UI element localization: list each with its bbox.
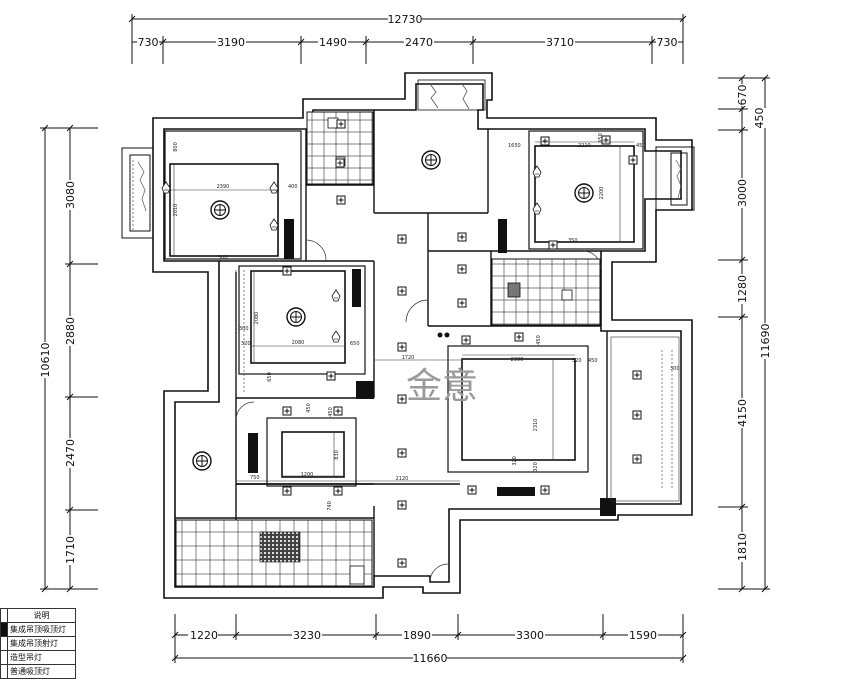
pendant-light-bedroom-1 (210, 200, 230, 220)
dim-label: 2080 (254, 312, 260, 325)
decor-dots (437, 332, 450, 338)
dim-label: 300 (218, 255, 228, 261)
dim-bottom-seg: 3300 (516, 629, 544, 642)
dim-left-total: 10610 (39, 343, 52, 378)
dim-label: 650 (598, 133, 604, 143)
dim-label: 350 (568, 238, 578, 244)
dim-label: 1650 (508, 143, 521, 149)
dim-right-seg: 1810 (736, 533, 749, 561)
dim-left-seg: 1710 (64, 536, 77, 564)
ceiling-tray-dining (266, 417, 357, 487)
dim-label: 450 (536, 335, 542, 345)
structural-columns (248, 219, 616, 516)
ceiling-light-study (421, 150, 441, 170)
dim-left-seg: 3080 (64, 181, 77, 209)
dim-top-seg: 2470 (405, 36, 433, 49)
legend-symbol-cell (0, 664, 8, 679)
dim-right-seg: 4150 (736, 399, 749, 427)
dim-label: 2200 (599, 187, 605, 200)
legend-item: 造型吊灯 (7, 650, 76, 665)
legend-header: 说明 (7, 608, 76, 623)
dim-label: 320 (533, 462, 539, 472)
dim-label: 2010 (173, 204, 179, 217)
dim-top-total: 12730 (388, 13, 423, 26)
dim-top-seg: 3190 (217, 36, 245, 49)
dim-right-total: 11690 (759, 324, 772, 359)
dim-label: 1720 (402, 355, 415, 361)
dim-label: 2310 (533, 419, 539, 432)
dim-top-seg: 1490 (319, 36, 347, 49)
dim-label: 1200 (301, 472, 314, 478)
kitchen-mosaic (259, 531, 301, 563)
dim-bottom-seg: 1220 (190, 629, 218, 642)
dim-label: 2390 (217, 184, 230, 190)
dim-label: 2080 (292, 340, 305, 346)
pendant-light-bedroom-2 (286, 307, 306, 327)
legend-symbol-cell (0, 650, 8, 665)
legend-symbol-cell (0, 608, 8, 623)
dim-left-seg: 2880 (64, 317, 77, 345)
legend-symbol-cell (0, 636, 8, 651)
legend-item: 集成吊顶吸顶灯 (7, 622, 76, 637)
dim-top-seg: 3710 (546, 36, 574, 49)
dim-left-seg: 2470 (64, 439, 77, 467)
interior-walls (175, 110, 608, 587)
dim-bottom-total: 11660 (413, 652, 448, 665)
dim-label: 750 (250, 475, 260, 481)
balcony-left (121, 147, 154, 239)
watermark-logo: 金意 (406, 366, 478, 407)
dim-right-seg: 1280 (736, 275, 749, 303)
balcony-right (655, 146, 695, 211)
dim-label: 400 (288, 184, 298, 190)
dim-right-seg: 450 (753, 108, 766, 129)
dim-label: 450 (306, 403, 312, 413)
dim-label: 450 (588, 358, 598, 364)
ceiling-tray-bedroom-3 (528, 130, 644, 250)
ceiling-light-kitchen-side (192, 451, 212, 471)
ceiling-tray-bedroom-1 (164, 130, 302, 260)
pendant-light-bedroom-3 (574, 183, 594, 203)
dim-label: 320 (241, 341, 251, 347)
dim-right-seg: 3000 (736, 179, 749, 207)
legend-item: 普通吸顶灯 (7, 664, 76, 679)
legend-item: 集成吊顶射灯 (7, 636, 76, 651)
dim-right-seg: 670 (736, 85, 749, 106)
dim-top-seg: 730 (138, 36, 159, 49)
dim-label: 650 (350, 341, 360, 347)
dim-label: 800 (173, 142, 179, 152)
ceiling-tray-bedroom-2 (238, 265, 366, 375)
dim-label: 740 (327, 501, 333, 511)
balcony-top (417, 79, 486, 111)
dim-label: 320 (572, 358, 582, 364)
outer-walls (152, 72, 693, 599)
light-strip-edges (132, 160, 680, 502)
dim-label: 450 (636, 143, 646, 149)
dim-label: 450 (328, 407, 334, 417)
ceiling-tray-living (447, 345, 589, 473)
dim-label: 300 (670, 366, 680, 372)
inner-dimension-ticks (170, 141, 634, 482)
dim-bottom-seg: 1890 (403, 629, 431, 642)
dim-label: 300 (239, 326, 249, 332)
legend-table: 说明 集成吊顶吸顶灯 集成吊顶射灯 造型吊灯 普通吸顶灯 (0, 608, 76, 679)
dim-bottom-seg: 3230 (293, 629, 321, 642)
dim-top-seg: 730 (657, 36, 678, 49)
door-swings (235, 239, 602, 583)
dim-label: 2210 (578, 143, 591, 149)
dim-bottom-seg: 1590 (629, 629, 657, 642)
dim-label: 650 (267, 372, 273, 382)
dim-label: 2120 (396, 476, 409, 482)
dim-label: 2300 (511, 357, 524, 363)
dim-label: 830 (334, 450, 340, 460)
dim-label: 320 (512, 456, 518, 466)
legend-symbol-cell (0, 622, 8, 637)
